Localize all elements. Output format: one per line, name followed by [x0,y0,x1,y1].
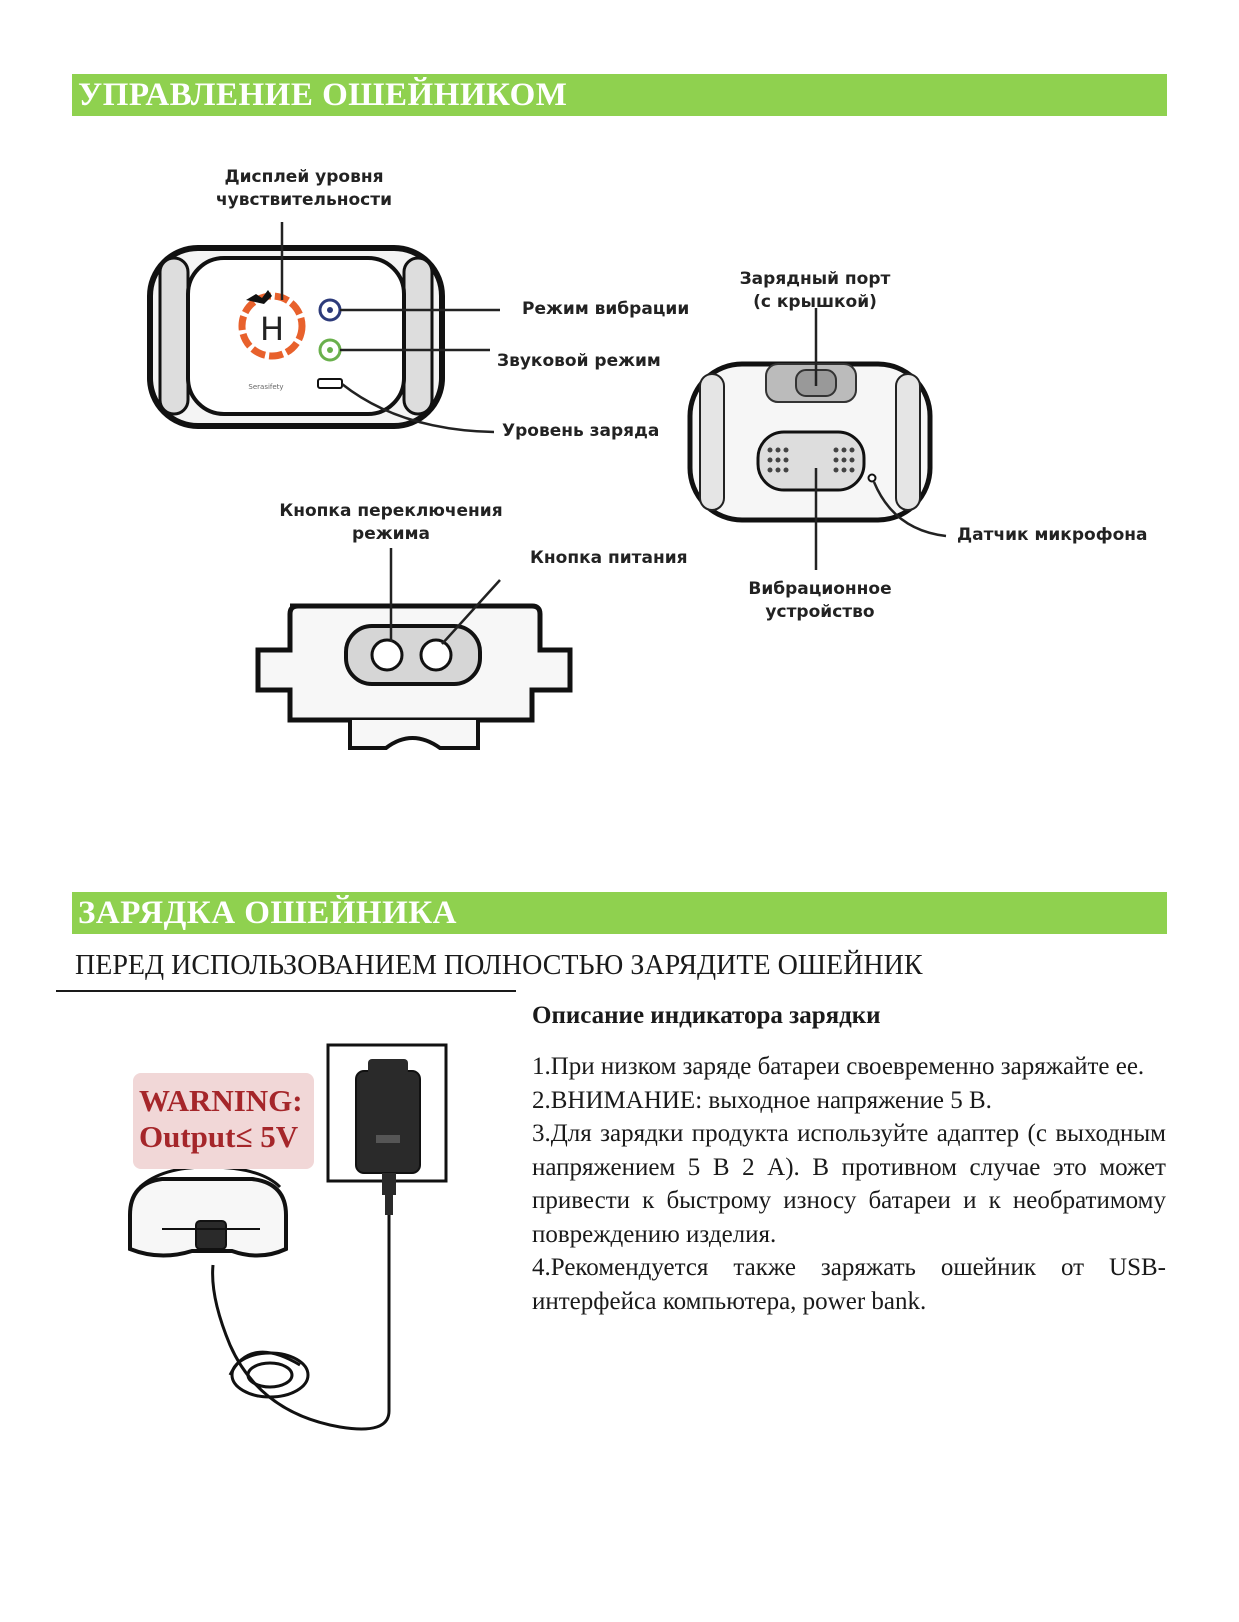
description-item: 1.При низком заряде батареи своевременно… [532,1053,1145,1080]
collar-side-view [255,548,573,750]
charge-indicator-description: Описание индикатора зарядки 1.При низком… [532,1002,1166,1318]
description-item: 4.Рекомендуется также заряжать ошейник о… [532,1254,1166,1315]
power-adapter [355,1070,421,1174]
warning-output-label: WARNING: Output≤ 5V [133,1073,314,1169]
label-mic-sensor: Датчик микрофона [957,525,1148,545]
label-power-button: Кнопка питания [530,548,688,568]
collar-charging [128,1177,288,1258]
collar-controls-diagram: H Serasifety [147,222,947,750]
warning-output-value: Output≤ 5V [139,1119,299,1154]
microphone-sensor [867,473,877,483]
battery-level-icon [317,378,343,389]
sensitivity-display [238,292,306,360]
label-mode-button: Кнопка переключения режима [279,501,503,544]
label-charge-level: Уровень заряда [502,421,660,441]
warning-title: WARNING: [139,1083,303,1118]
vibration-device [756,430,866,492]
description-title: Описание индикатора зарядки [532,1002,881,1029]
collar-front-view: H Serasifety [147,222,500,434]
charging-illustration [128,1043,448,1431]
label-sensitivity-display: Дисплей уровня чувствительности [216,167,392,210]
divider [56,990,516,992]
section-title-collar-charging: ЗАРЯДКА ОШЕЙНИКА [72,892,1167,934]
label-charging-port: Зарядный порт (с крышкой) [739,269,891,312]
description-item: 3.Для зарядки продукта используйте адапт… [532,1120,1166,1248]
label-sound-mode: Звуковой режим [497,351,661,371]
label-vibration-mode: Режим вибрации [522,299,690,319]
section-title-collar-control: УПРАВЛЕНИЕ ОШЕЙНИКОМ [72,74,1167,116]
brand-text: Serasifety [248,383,283,391]
label-vibration-device: Вибрационное устройство [748,579,892,622]
power-button [419,638,453,672]
dog-icon [246,290,272,304]
display-level-letter: H [260,310,284,348]
description-item: 2.ВНИМАНИЕ: выходное напряжение 5 В. [532,1086,992,1114]
collar-back-view [687,308,947,570]
mode-switch-button [370,638,404,672]
charge-before-use-note: ПЕРЕД ИСПОЛЬЗОВАНИЕМ ПОЛНОСТЬЮ ЗАРЯДИТЕ … [75,950,923,981]
